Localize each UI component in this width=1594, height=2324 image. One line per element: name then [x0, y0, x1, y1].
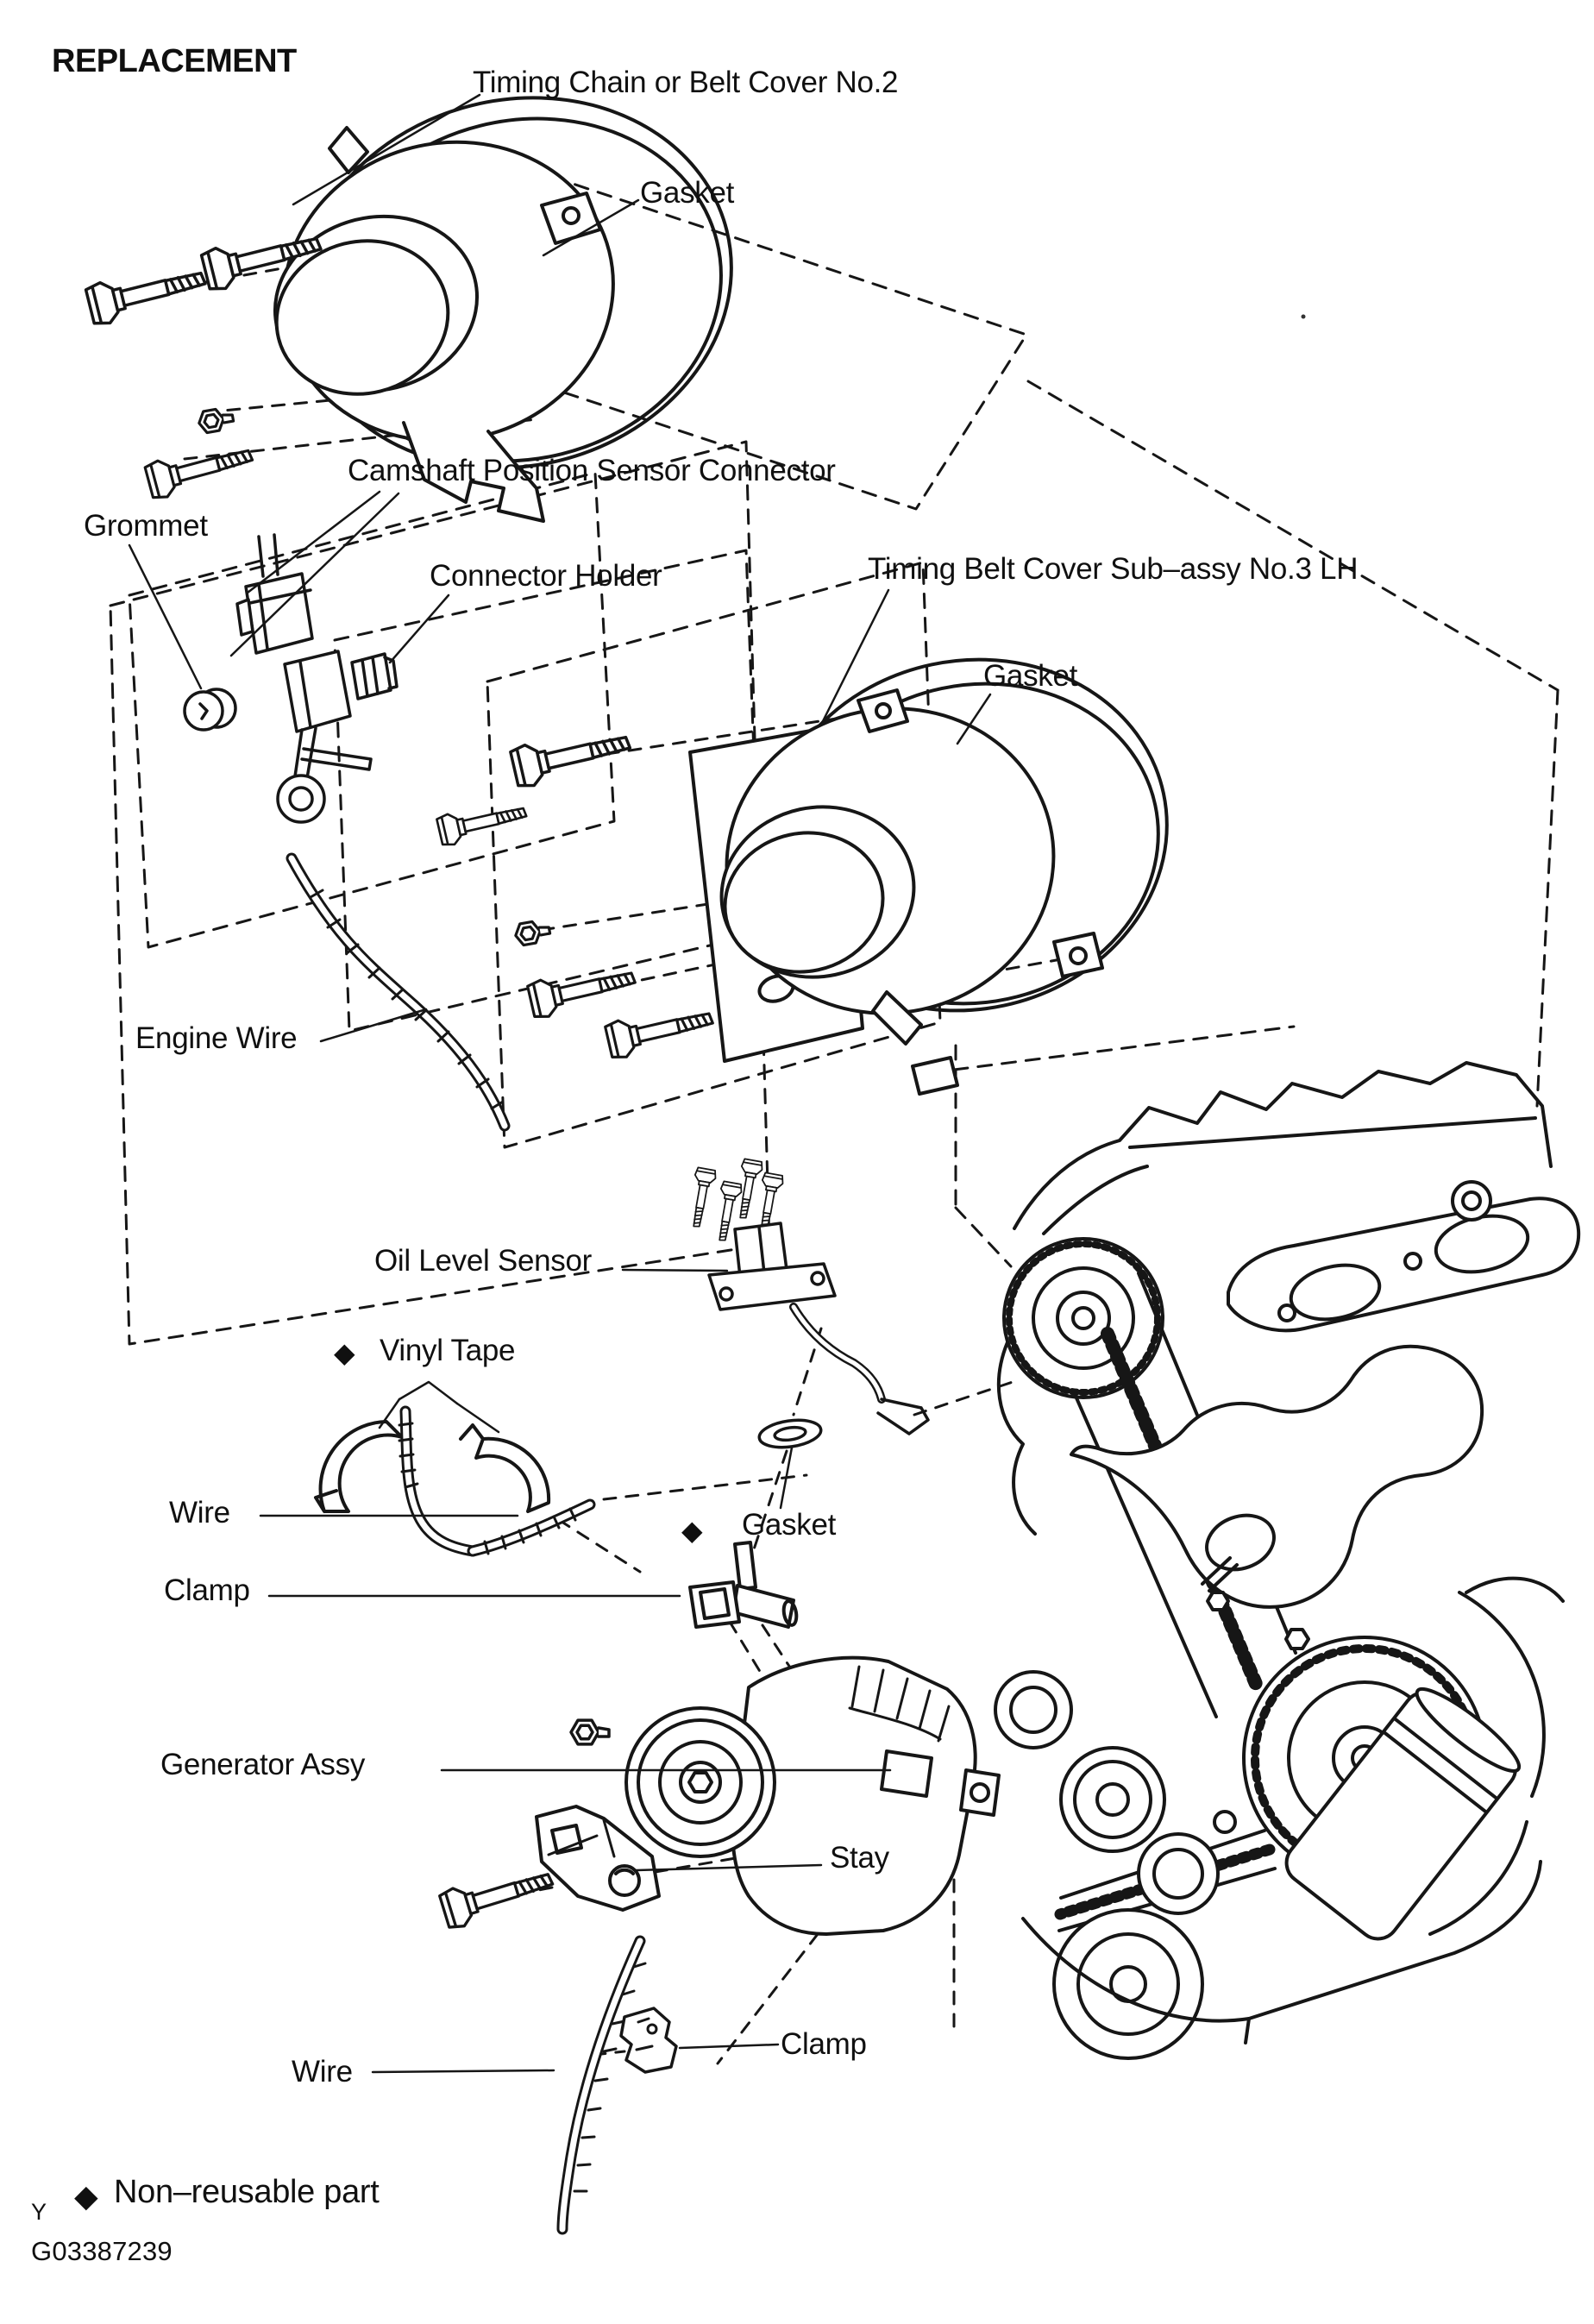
label-stay: Stay — [830, 1841, 889, 1875]
non-reusable-diamond-icon: ◆ — [74, 2178, 98, 2214]
label-gasket-top: Gasket — [640, 176, 735, 210]
timing-belt-cover3-drawing — [688, 657, 1169, 1096]
label-gasket-mid: Gasket — [983, 659, 1078, 693]
engine-assembly-drawing — [994, 1061, 1581, 2060]
label-clamp-lower: Clamp — [781, 2027, 867, 2061]
label-wire-lower: Wire — [292, 2055, 353, 2088]
label-clamp-upper: Clamp — [164, 1573, 250, 1607]
label-timing-belt-cover-sub-assy: Timing Belt Cover Sub–assy No.3 LH — [868, 552, 1359, 586]
label-wire-upper: Wire — [169, 1496, 230, 1529]
non-reusable-diamond-icon: ◆ — [334, 1337, 355, 1368]
label-timing-chain-cover: Timing Chain or Belt Cover No.2 — [473, 66, 899, 99]
scan-speck — [1301, 314, 1306, 319]
generator-assy-drawing — [436, 1655, 1001, 1936]
non-reusable-diamond-icon: ◆ — [681, 1515, 703, 1546]
label-connector-holder: Connector Holder — [430, 559, 662, 593]
label-oil-level-sensor: Oil Level Sensor — [374, 1244, 592, 1278]
engine-wire-drawing — [286, 852, 511, 1132]
label-gasket-small: Gasket — [742, 1508, 837, 1542]
label-vinyl-tape: Vinyl Tape — [380, 1334, 516, 1367]
oil-level-sensor-drawing — [685, 1158, 930, 1449]
footnote-symbol-letter: Y — [31, 2199, 47, 2225]
label-grommet: Grommet — [84, 509, 208, 543]
figure-code: G03387239 — [31, 2236, 173, 2266]
page-title: REPLACEMENT — [52, 43, 297, 79]
cover3-bolts — [435, 720, 718, 1062]
bottom-wire-drawing — [556, 1935, 678, 2235]
leader-lines — [128, 93, 992, 2074]
label-camshaft-sensor-connector: Camshaft Position Sensor Connector — [348, 454, 836, 487]
label-engine-wire: Engine Wire — [135, 1021, 298, 1055]
legend-non-reusable-part: Non–reusable part — [114, 2174, 380, 2210]
timing-chain-cover-drawing — [273, 96, 733, 523]
vinyl-tape-group-drawing — [314, 1405, 799, 1629]
label-generator-assy: Generator Assy — [160, 1748, 366, 1781]
